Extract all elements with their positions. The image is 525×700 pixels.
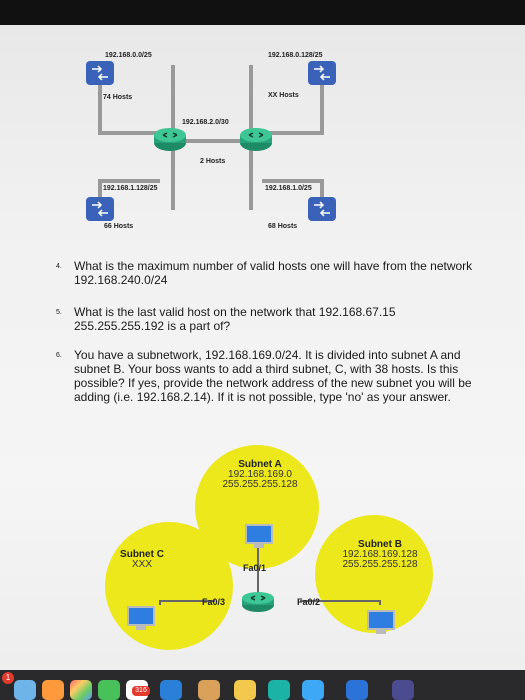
switch-icon (308, 61, 336, 85)
network-diagram-2 (127, 524, 395, 634)
subnet-title: Subnet A (238, 459, 282, 470)
question-text: What is the maximum number of valid host… (74, 259, 473, 287)
subnet-address: XXX (131, 559, 152, 570)
photos-icon[interactable] (70, 680, 92, 700)
app-icon[interactable] (198, 680, 220, 700)
messages-icon[interactable] (98, 680, 120, 700)
numbers-icon[interactable] (268, 680, 290, 700)
computer-icon (367, 610, 395, 634)
computer-icon (127, 606, 155, 630)
subnet-label: 192.168.0.128/25 (268, 52, 323, 59)
app-icon[interactable] (392, 680, 414, 700)
router-icon (242, 592, 274, 612)
notification-badge: 1 (2, 672, 14, 684)
computer-icon (245, 524, 273, 548)
subnet-title: Subnet B (358, 539, 402, 550)
hosts-label: 68 Hosts (268, 223, 298, 230)
router-icon (154, 128, 186, 151)
subnet-mask: 255.255.255.128 (222, 479, 298, 490)
subnet-label: 192.168.0.0/25 (105, 52, 152, 59)
router-icon (240, 128, 272, 151)
link-hosts-label: 2 Hosts (200, 158, 226, 165)
subnet-address: 192.168.169.128 (342, 549, 418, 560)
document-page: 192.168.0.0/25 192.168.0.128/25 74 Hosts… (0, 25, 525, 670)
subnet-a-label: Subnet A 192.168.169.0 255.255.255.128 (212, 460, 308, 490)
question-number: 5. (56, 309, 62, 316)
interface-label: Fa0/2 (297, 597, 321, 607)
interface-label: Fa0/1 (243, 563, 267, 573)
switch-icon (86, 197, 114, 221)
question-5: 5. What is the last valid host on the ne… (56, 305, 482, 333)
question-4: 4. What is the maximum number of valid h… (56, 259, 482, 287)
question-number: 6. (56, 352, 62, 359)
hosts-label: 74 Hosts (103, 94, 133, 101)
app-icon[interactable] (160, 680, 182, 700)
subnet-b-label: Subnet B 192.168.169.128 255.255.255.128 (330, 540, 430, 570)
hosts-label: XX Hosts (268, 92, 299, 99)
subnet-label: 192.168.1.0/25 (265, 185, 312, 192)
question-number: 4. (56, 263, 62, 270)
app-icon[interactable] (346, 680, 368, 700)
subnet-mask: 255.255.255.128 (342, 559, 418, 570)
link-subnet-label: 192.168.2.0/30 (182, 119, 229, 126)
question-6: 6. You have a subnetwork, 192.168.169.0/… (56, 348, 482, 404)
notes-icon[interactable] (234, 680, 256, 700)
question-text: You have a subnetwork, 192.168.169.0/24.… (74, 348, 472, 404)
subnet-c-label: Subnet C XXX (112, 550, 172, 570)
top-bar (0, 0, 525, 25)
subnet-title: Subnet C (120, 549, 164, 560)
app-store-icon[interactable] (302, 680, 324, 700)
hosts-label: 66 Hosts (104, 223, 134, 230)
app-icon[interactable] (42, 680, 64, 700)
interface-label: Fa0/3 (202, 597, 226, 607)
subnet-address: 192.168.169.0 (228, 469, 292, 480)
question-text: What is the last valid host on the netwo… (74, 305, 396, 333)
calendar-badge: 316 (132, 686, 150, 696)
switch-icon (308, 197, 336, 221)
switch-icon (86, 61, 114, 85)
finder-icon[interactable] (14, 680, 36, 700)
network-diagram-1 (86, 61, 336, 221)
subnet-label: 192.168.1.128/25 (103, 185, 158, 192)
